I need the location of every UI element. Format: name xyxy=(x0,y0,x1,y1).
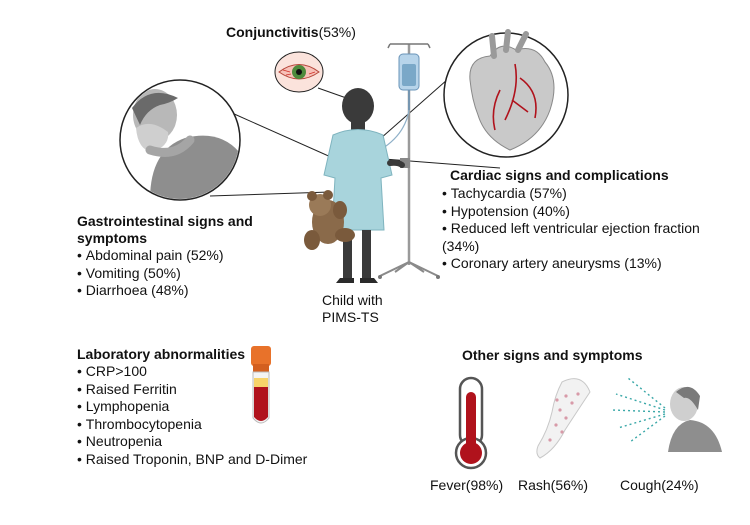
conjunctivitis-value: (53%) xyxy=(318,24,356,40)
cough-icon xyxy=(611,377,722,452)
cardiac-title: Cardiac signs and complications xyxy=(450,167,669,183)
rash-label: Rash(56%) xyxy=(518,477,589,493)
lab-item: Neutropenia xyxy=(77,433,337,451)
lab-list: CRP>100 Raised Ferritin Lymphopenia Thro… xyxy=(77,363,337,468)
heart-icon xyxy=(443,29,569,158)
conjunctivitis-label: Conjunctivitis(53%) xyxy=(226,24,356,41)
teddy-bear-icon xyxy=(304,190,355,250)
gi-item: Diarrhoea (48%) xyxy=(77,282,307,300)
cardiac-item: Coronary artery aneurysms (13%) xyxy=(442,255,742,273)
connector-cardiac-top xyxy=(371,71,457,147)
child-label-line2: PIMS-TS xyxy=(322,309,379,325)
cardiac-item: Hypotension (40%) xyxy=(442,203,742,221)
conjunctivitis-title: Conjunctivitis xyxy=(226,24,319,40)
red-eye-icon xyxy=(274,51,324,93)
cardiac-item: Tachycardia (57%) xyxy=(442,185,742,203)
fever-label: Fever(98%) xyxy=(430,477,504,493)
lab-item: Thrombocytopenia xyxy=(77,416,337,434)
gi-list: Abdominal pain (52%) Vomiting (50%) Diar… xyxy=(77,247,307,300)
cardiac-list: Tachycardia (57%) Hypotension (40%) Redu… xyxy=(442,185,742,238)
other-title: Other signs and symptoms xyxy=(462,347,643,363)
lab-item: Raised Ferritin xyxy=(77,381,337,399)
gi-title-line2: symptoms xyxy=(77,230,148,246)
lab-title: Laboratory abnormalities xyxy=(77,346,246,362)
connector-cardiac-bottom xyxy=(371,157,501,169)
lab-section: Laboratory abnormalities CRP>100 Raised … xyxy=(77,346,337,468)
cough-label: Cough(24%) xyxy=(620,477,699,493)
child-label-line1: Child with xyxy=(322,292,383,308)
cardiac-item: Reduced left ventricular ejection fracti… xyxy=(442,220,742,238)
gi-item: Abdominal pain (52%) xyxy=(77,247,307,265)
vomiting-person-icon xyxy=(119,79,241,201)
gi-section: Gastrointestinal signs and symptoms Abdo… xyxy=(77,213,307,300)
gi-title-line1: Gastrointestinal signs and xyxy=(77,213,253,229)
cardiac-list-2: Coronary artery aneurysms (13%) xyxy=(442,255,742,273)
gi-item: Vomiting (50%) xyxy=(77,265,307,283)
lab-item: CRP>100 xyxy=(77,363,337,381)
iv-drip-icon xyxy=(378,43,440,279)
child-label: Child with PIMS-TS xyxy=(322,292,383,326)
child-figure xyxy=(323,88,405,283)
cardiac-section: Cardiac signs and complications Tachycar… xyxy=(442,167,742,273)
lab-item: Raised Troponin, BNP and D-Dimer xyxy=(77,451,337,469)
rash-arm-icon xyxy=(536,378,591,459)
lab-item: Lymphopenia xyxy=(77,398,337,416)
cardiac-item-continuation: (34%) xyxy=(442,237,480,254)
thermometer-icon xyxy=(454,376,488,470)
